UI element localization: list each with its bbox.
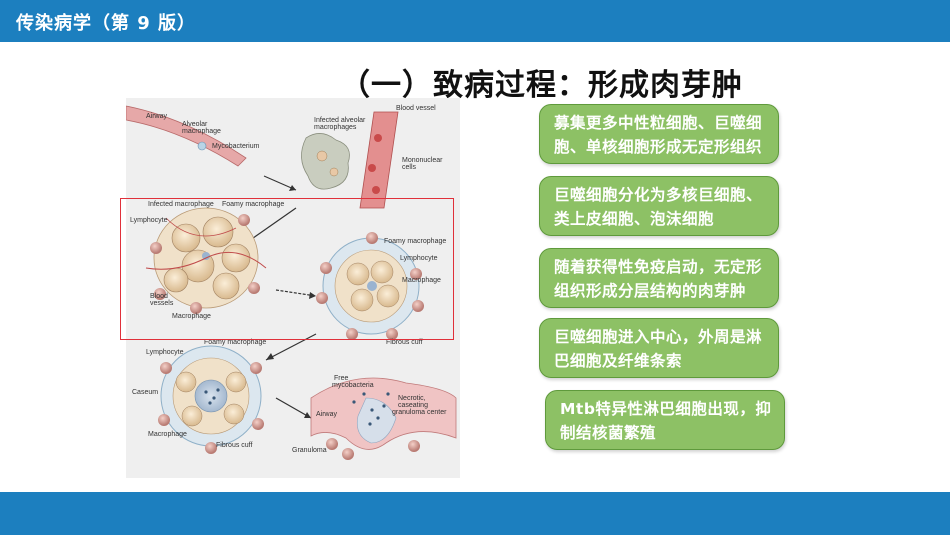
label-infected-macrophage: Infected macrophage [148,201,214,208]
label-blood-vessels-2: vessels [150,300,174,307]
label-foamy-macrophage-a: Foamy macrophage [222,201,284,208]
arrow-1 [263,175,297,191]
label-lymphocyte-c: Lymphocyte [146,349,184,356]
label-infected-alveolar-1: Infected alveolar [314,117,366,124]
label-macrophage-c: Macrophage [148,431,187,438]
label-macrophage-b: Macrophage [402,277,441,284]
early-granuloma-illustration [145,207,267,314]
course-title: 传染病学（第 9 版） [16,13,197,34]
caseating-granuloma-illustration [158,345,264,454]
label-foamy-macrophage-b: Foamy macrophage [384,238,446,245]
label-mononuclear-2: cells [402,164,417,171]
label-necrotic-2: caseating [398,402,428,409]
label-lymphocyte-b: Lymphocyte [400,255,438,262]
header-bar: 传染病学（第 9 版） [0,0,950,42]
label-infected-alveolar-2: macrophages [314,124,357,131]
arrow-3 [275,289,317,297]
label-caseum: Caseum [132,389,158,396]
footer-bar [0,492,950,535]
label-granuloma: Granuloma [292,447,327,454]
label-free-myco-2: mycobacteria [332,382,374,389]
highlight-box [120,198,454,340]
label-airway-bottom: Airway [316,411,338,418]
callout-mtb-specific-lymphocytes: Mtb特异性淋巴细胞出现，抑制结核菌繁殖 [545,390,785,450]
label-macrophage-a: Macrophage [172,313,211,320]
airway-rupture-illustration [310,377,457,460]
callout-macrophage-differentiation: 巨噬细胞分化为多核巨细胞、类上皮细胞、泡沫细胞 [539,176,779,236]
label-necrotic-1: Necrotic, [398,395,426,402]
label-mycobacterium: Mycobacterium [212,143,260,150]
label-lymphocyte-a: Lymphocyte [130,217,168,224]
label-fibrous-cuff-b: Fibrous cuff [386,339,422,346]
label-alveolar-macrophage-1: Alveolar [182,121,208,128]
label-fibrous-cuff-c: Fibrous cuff [216,442,252,449]
figure-illustration: Airway Alveolar macrophage Mycobacterium… [126,105,457,460]
label-necrotic-3: granuloma center [392,409,447,416]
arrow-5 [275,397,312,419]
arrow-2 [245,207,297,244]
label-foamy-macrophage-c: Foamy macrophage [204,339,266,346]
structured-granuloma-illustration [316,232,424,340]
callout-layered-granuloma: 随着获得性免疫启动，无定形组织形成分层结构的肉芽肿 [539,248,779,308]
callout-central-macrophages: 巨噬细胞进入中心，外周是淋巴细胞及纤维条索 [539,318,779,378]
label-free-myco-1: Free [334,375,349,382]
callout-recruitment: 募集更多中性粒细胞、巨噬细胞、单核细胞形成无定形组织 [539,104,779,164]
slide-title: （一）致病过程：形成肉芽肿 [340,68,743,103]
label-airway-top: Airway [146,113,168,120]
label-blood-vessel: Blood vessel [396,105,436,112]
mycobacterium-mark [197,141,207,151]
label-blood-vessels-1: Blood [150,293,168,300]
blood-vessel-top [359,111,399,209]
arrow-4 [265,333,317,361]
label-alveolar-macrophage-2: macrophage [182,128,221,135]
airway-top-wall [126,105,247,167]
label-mononuclear-1: Mononuclear [402,157,443,164]
infected-alveolar-macrophages [301,133,350,190]
granuloma-formation-figure: Airway Alveolar macrophage Mycobacterium… [126,98,460,478]
